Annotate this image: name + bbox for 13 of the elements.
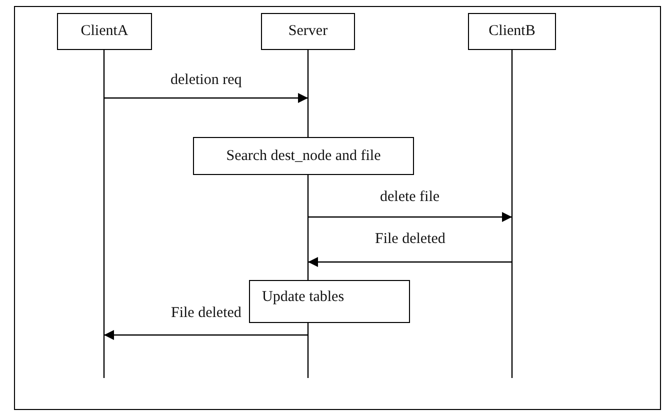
edge-label: File deleted bbox=[375, 231, 446, 248]
message-arrow bbox=[104, 330, 308, 340]
process-box: Search dest_node and file bbox=[193, 137, 414, 175]
participant-box: ClientB bbox=[468, 13, 556, 50]
edge-label: delete file bbox=[380, 189, 440, 206]
edge-label: deletion req bbox=[170, 72, 242, 89]
participant-box: ClientA bbox=[57, 13, 152, 50]
process-box: Update tables bbox=[249, 280, 410, 323]
message-arrow bbox=[104, 93, 308, 103]
message-arrow bbox=[308, 257, 512, 267]
edge-label: File deleted bbox=[171, 305, 242, 322]
message-arrow bbox=[308, 212, 512, 222]
participant-box: Server bbox=[261, 13, 355, 50]
